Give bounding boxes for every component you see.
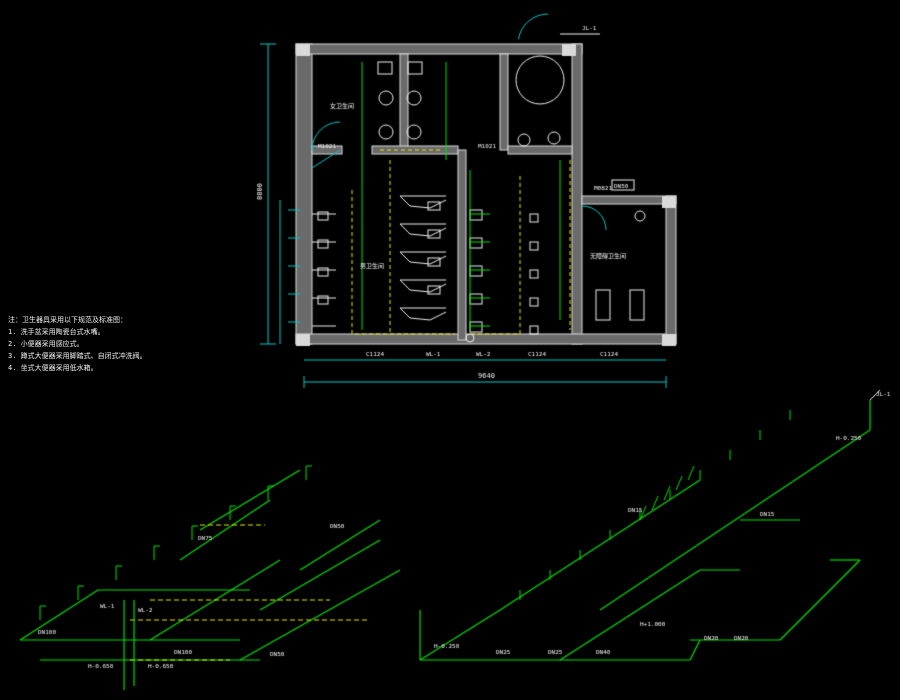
notes-item-2: 2. 小便器采用感应式。 <box>8 340 84 348</box>
notes-heading: 注：卫生器具采用以下规范及标准图： <box>8 316 127 324</box>
notes-item-1: 1. 洗手盆采用陶瓷台式水嘴。 <box>8 328 105 336</box>
notes-item-3: 3. 蹲式大便器采用脚踏式、自闭式冲洗阀。 <box>8 352 147 360</box>
notes-item-4: 4. 坐式大便器采用低水箱。 <box>8 364 98 372</box>
design-notes: 注：卫生器具采用以下规范及标准图： 1. 洗手盆采用陶瓷台式水嘴。 2. 小便器… <box>8 314 158 374</box>
